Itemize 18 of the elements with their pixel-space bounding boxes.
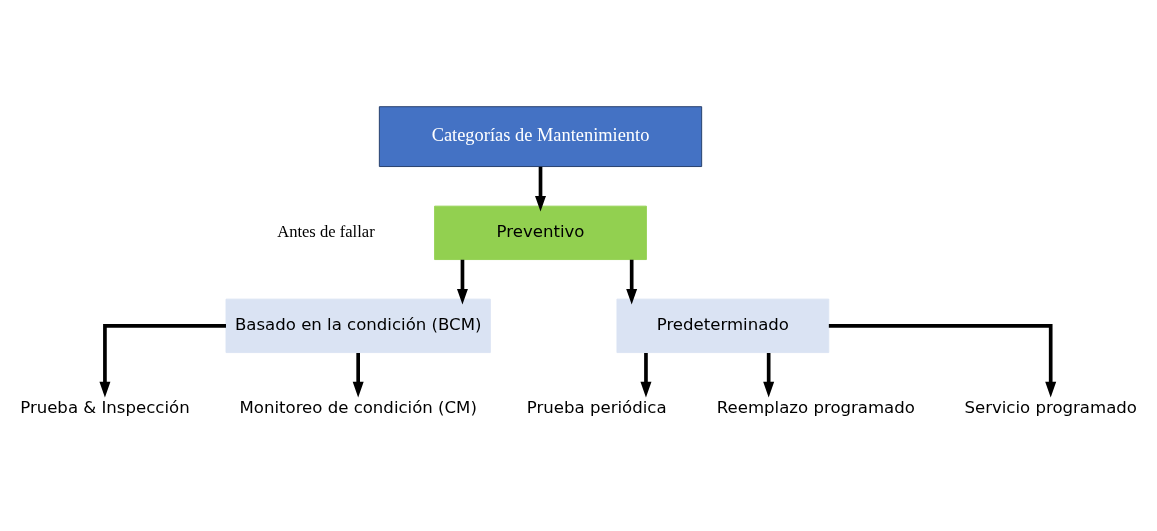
node-text: Reemplazo programado: [716, 397, 915, 417]
arrow: [626, 259, 638, 305]
node-text: Prueba periódica: [526, 397, 667, 417]
arrow: [828, 323, 1057, 398]
arrow: [535, 166, 546, 212]
node-text: Monitoreo de condición (CM): [239, 397, 477, 417]
node-box: Preventivo: [434, 205, 647, 260]
node-box: Predeterminado: [616, 298, 830, 353]
node-text: Servicio programado: [964, 397, 1137, 417]
node-box: Categorías de Mantenimiento: [378, 105, 703, 167]
arrow: [763, 352, 775, 397]
node-label: Antes de fallar: [277, 221, 375, 241]
arrow: [99, 323, 226, 398]
arrow: [640, 352, 652, 397]
node-box: Basado en la condición (BCM): [225, 298, 491, 353]
node-text: Prueba & Inspección: [20, 397, 190, 417]
arrow: [352, 352, 364, 397]
arrow: [456, 259, 468, 305]
